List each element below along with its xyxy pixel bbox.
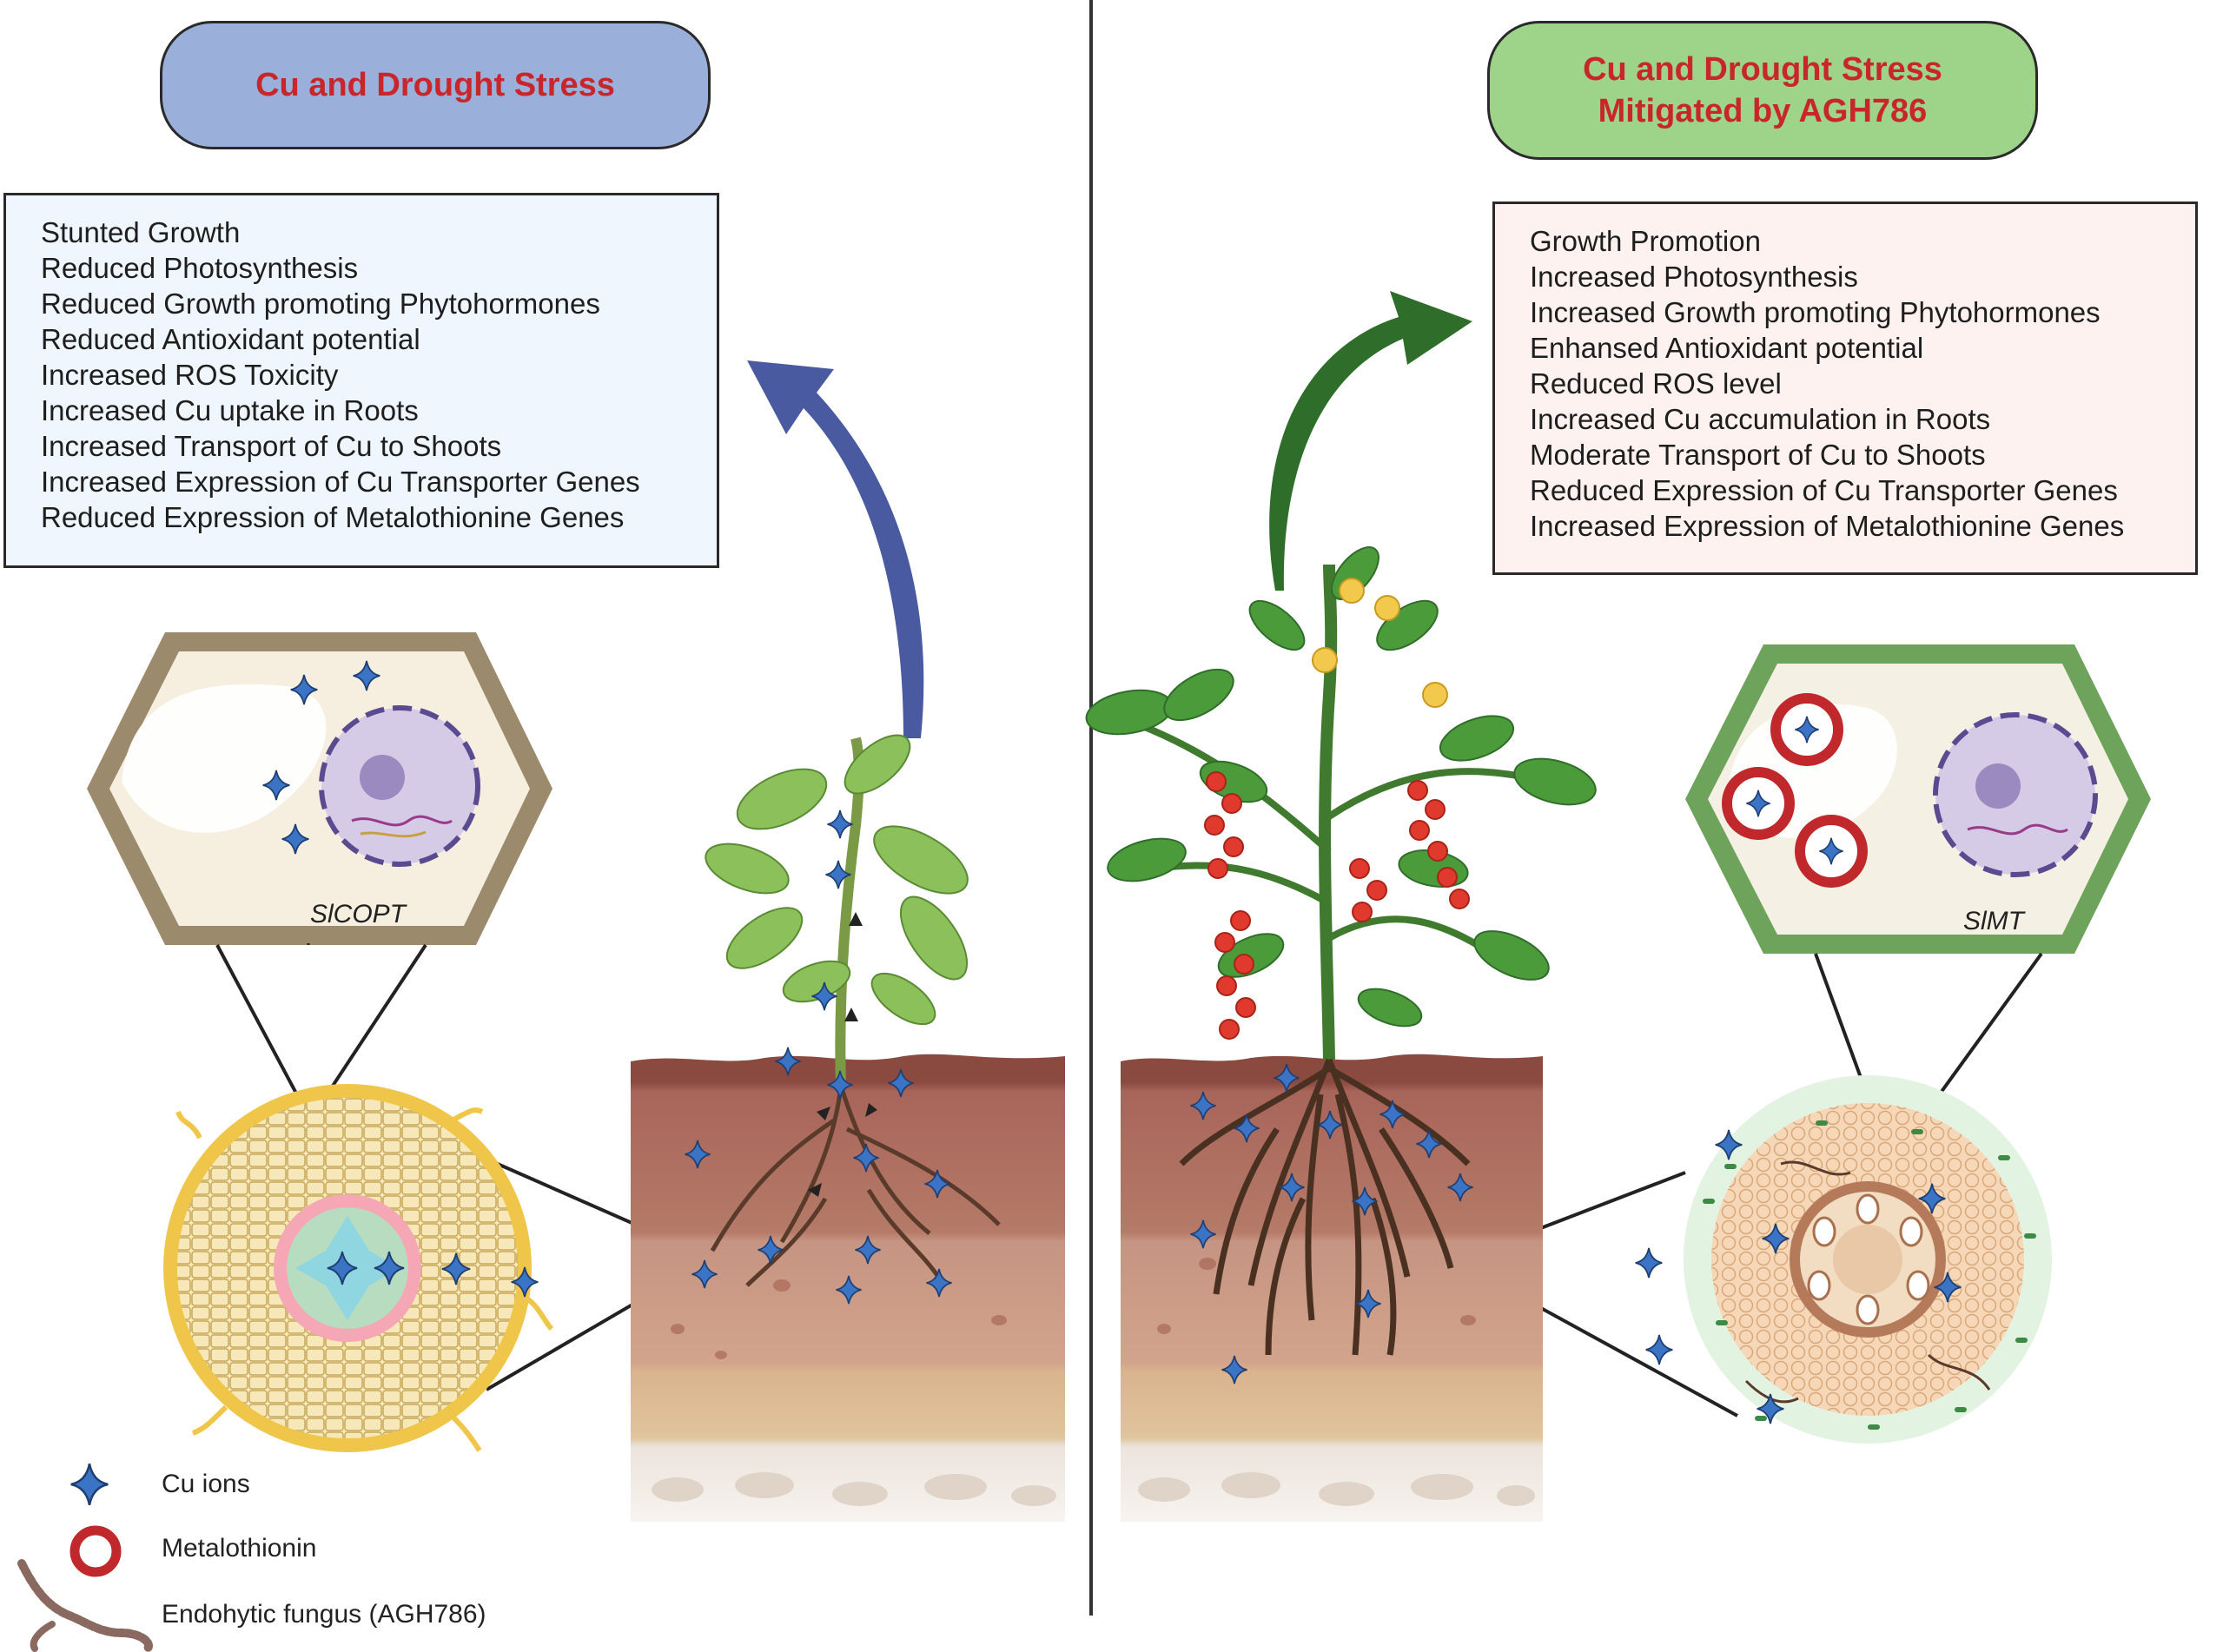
right-effect-item: Growth Promotion: [1530, 225, 1761, 257]
left-title: Cu and Drought Stress: [255, 67, 615, 103]
right-effect-item: Moderate Transport of Cu to Shoots: [1530, 439, 1986, 471]
metallothionin-rings: [1722, 693, 1868, 888]
right-root-cross-section: [1634, 1075, 2052, 1444]
cu-ion-legend-icon: [69, 1463, 109, 1506]
right-effects-list: Growth Promotion Increased Photosynthesi…: [1530, 223, 2160, 544]
left-gene-label: SlCOPT: [310, 900, 407, 928]
left-effect-item: Reduced Photosynthesis: [41, 252, 359, 284]
fungus-legend-icon: [17, 1559, 153, 1652]
right-effect-item: Increased Expression of Metalothionine G…: [1530, 510, 2125, 542]
legend-metallothionin-label: Metalothionin: [162, 1534, 317, 1563]
left-effects-list: Stunted Growth Reduced Photosynthesis Re…: [41, 215, 682, 535]
right-soil-block: [1121, 1054, 1543, 1522]
legend-symbols: [17, 1463, 153, 1652]
left-effects-box: Stunted Growth Reduced Photosynthesis Re…: [3, 193, 719, 568]
left-effect-item: Increased Expression of Cu Transporter G…: [41, 466, 640, 498]
left-effect-item: Increased ROS Toxicity: [41, 359, 339, 391]
left-effect-item: Stunted Growth: [41, 216, 241, 248]
right-plant: [1085, 546, 1597, 1384]
right-effects-box: Growth Promotion Increased Photosynthesi…: [1492, 202, 2198, 575]
right-gene-label: SlMT: [1963, 907, 2024, 935]
right-title-pill: Cu and Drought Stress Mitigated by AGH78…: [1487, 21, 2038, 160]
right-effect-item: Reduced ROS level: [1530, 367, 1782, 400]
left-effect-item: Reduced Expression of Metalothionine Gen…: [41, 501, 625, 533]
left-effect-item: Reduced Growth promoting Phytohormones: [41, 287, 600, 320]
legend-cu-ions-label: Cu ions: [162, 1470, 250, 1498]
right-effect-item: Increased Growth promoting Phytohormones: [1530, 296, 2101, 328]
right-title-line1: Cu and Drought Stress: [1583, 51, 1942, 88]
left-plant: [684, 734, 1001, 1305]
right-title-line2: Mitigated by AGH786: [1598, 93, 1928, 129]
left-effect-item: Increased Transport of Cu to Shoots: [41, 430, 502, 462]
right-effect-item: Increased Photosynthesis: [1530, 261, 1858, 293]
right-curved-arrow: [1269, 291, 1472, 591]
legend-fungus-label: Endohytic fungus (AGH786): [162, 1600, 486, 1629]
left-root-cross-section: [163, 1084, 554, 1452]
left-title-pill: Cu and Drought Stress: [160, 21, 711, 149]
metallothionin-legend-icon: [69, 1525, 122, 1577]
right-effect-item: Reduced Expression of Cu Transporter Gen…: [1530, 474, 2118, 506]
right-effect-item: Enhansed Antioxidant potential: [1530, 332, 1924, 364]
right-effect-item: Increased Cu accumulation in Roots: [1530, 403, 1991, 435]
left-effect-item: Increased Cu uptake in Roots: [41, 394, 419, 426]
left-curved-arrow: [747, 360, 924, 738]
left-effect-item: Reduced Antioxidant potential: [41, 323, 420, 355]
